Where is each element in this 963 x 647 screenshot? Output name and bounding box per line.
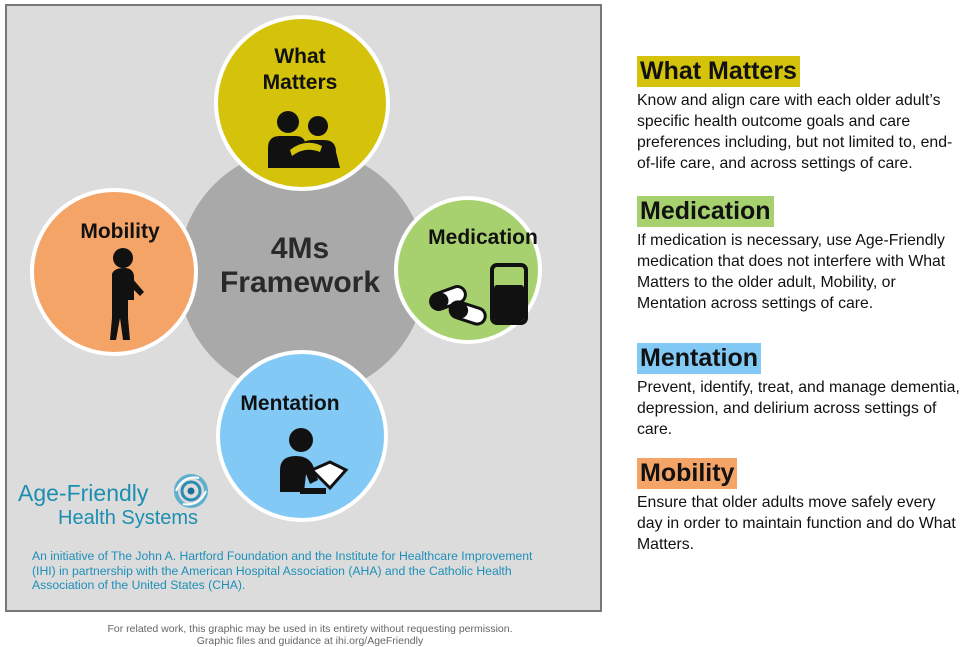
mentation-heading: Mentation: [637, 343, 762, 374]
two-people-embracing-icon: [268, 111, 340, 168]
center-circle: [178, 148, 426, 396]
what-matters-circle: [214, 15, 390, 191]
footer-line1: For related work, this graphic may be us…: [107, 623, 513, 635]
medication-heading: Medication: [637, 196, 774, 227]
pills-and-glass-icon: [429, 263, 528, 326]
center-title: 4Ms Framework: [219, 232, 381, 299]
logo-text-line2: Health Systems: [58, 507, 199, 529]
medication-section: Medication If medication is necessary, u…: [637, 196, 961, 314]
what-matters-heading: What Matters: [637, 56, 800, 87]
medication-label: Medication: [428, 226, 538, 249]
mentation-description: Prevent, identify, treat, and manage dem…: [637, 379, 960, 438]
mobility-heading: Mobility: [637, 458, 738, 489]
what-matters-section: What Matters Know and align care with ea…: [637, 56, 961, 174]
what-matters-description: Know and align care with each older adul…: [637, 92, 953, 172]
mobility-section: Mobility Ensure that older adults move s…: [637, 458, 961, 555]
mentation-label: Mentation: [240, 392, 340, 415]
footer: For related work, this graphic may be us…: [60, 623, 560, 647]
footer-line2: Graphic files and guidance at ihi.org/Ag…: [196, 635, 424, 647]
mentation-section: Mentation Prevent, identify, treat, and …: [637, 343, 961, 440]
what-matters-label: What Matters: [262, 45, 338, 94]
medication-description: If medication is necessary, use Age-Frie…: [637, 232, 946, 312]
mobility-description: Ensure that older adults move safely eve…: [637, 494, 956, 553]
mobility-label: Mobility: [80, 220, 160, 243]
person-reading-icon: [280, 428, 349, 494]
swirl-logo-icon: [174, 474, 208, 508]
logo-text-line1: Age-Friendly: [18, 480, 149, 506]
walking-person-icon: [110, 248, 144, 340]
initiative-text: An initiative of The John A. Hartford Fo…: [32, 549, 533, 592]
framework-diagram: [30, 15, 542, 522]
